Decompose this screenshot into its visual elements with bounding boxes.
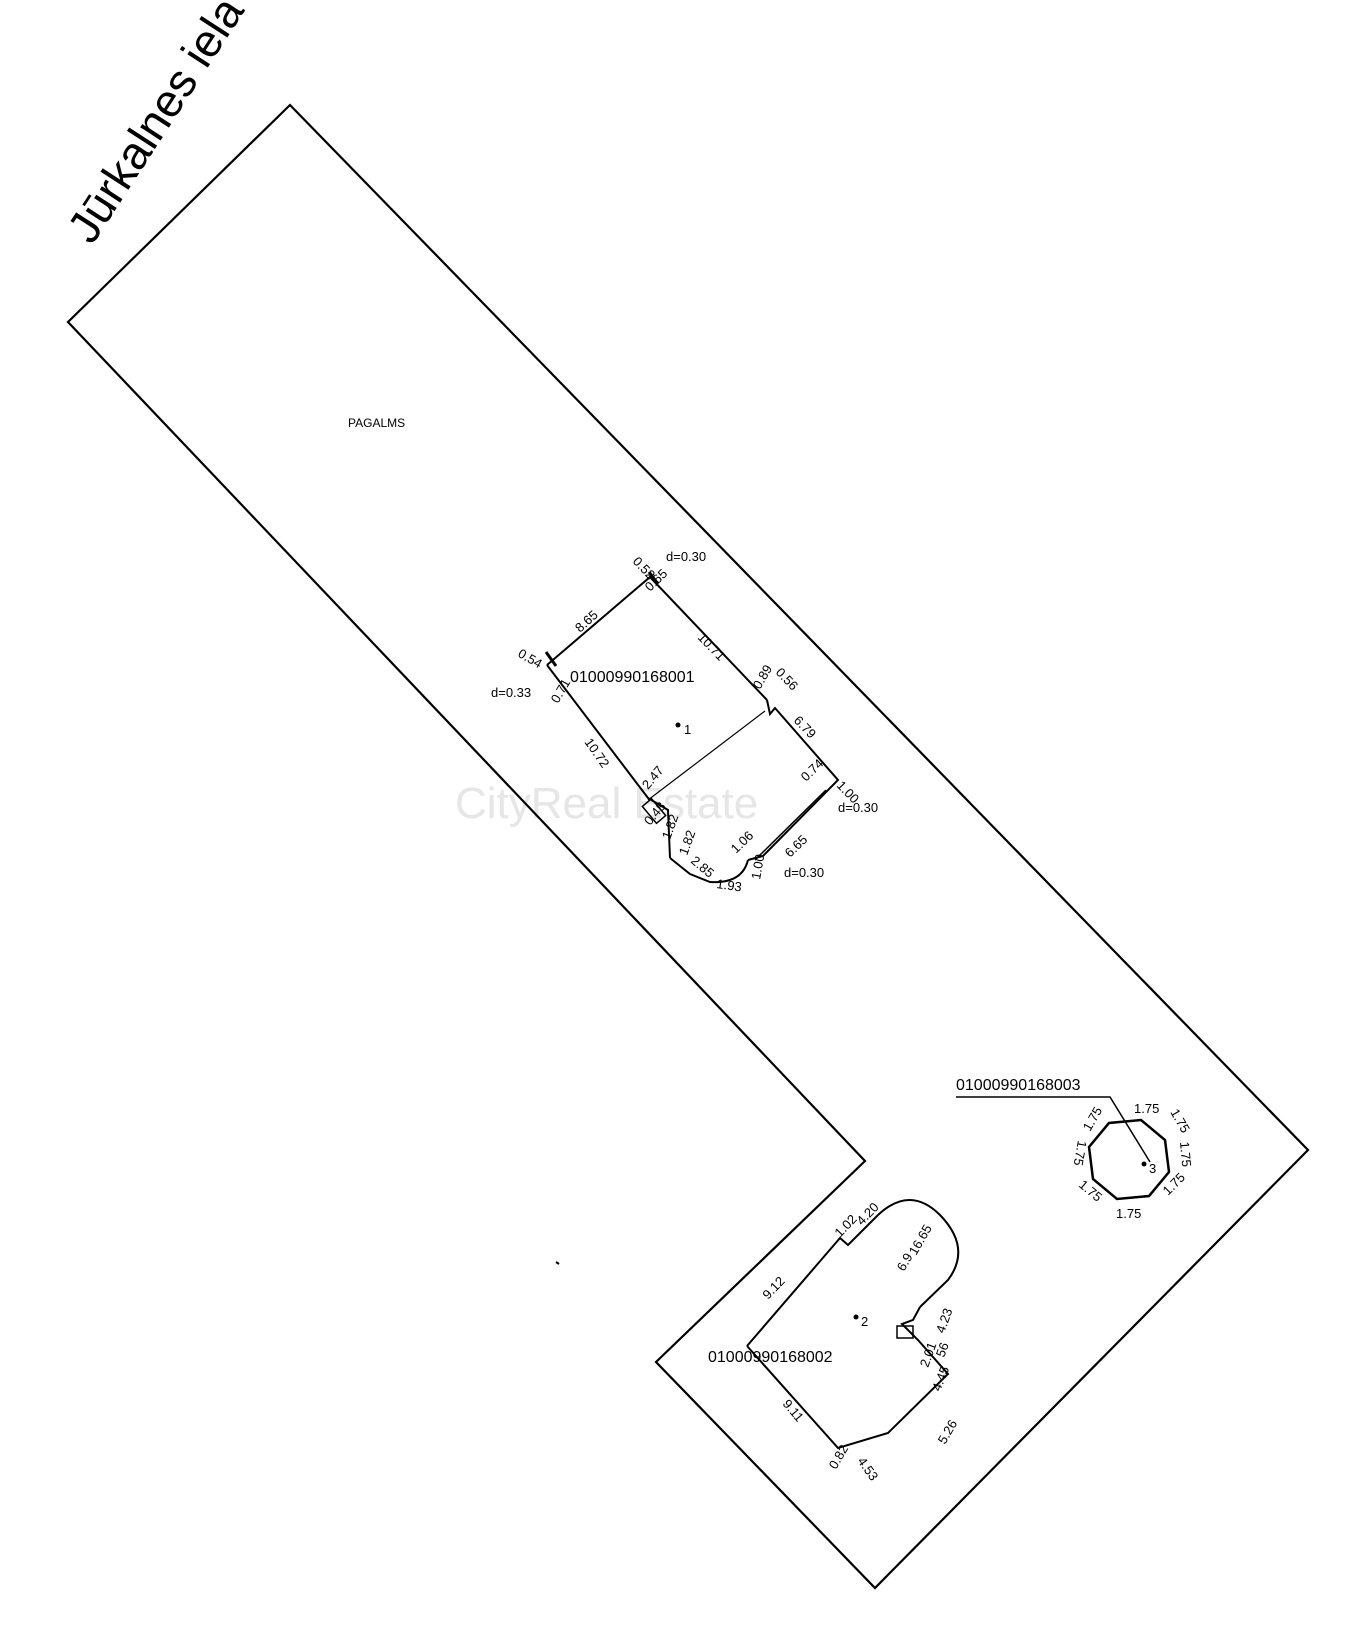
stray-mark — [555, 1261, 560, 1265]
dim-label: 1.75 — [1177, 1141, 1194, 1168]
dim-label: 4.23 — [933, 1306, 956, 1335]
building-1-marker — [675, 722, 681, 728]
dim-label: d=0.30 — [838, 800, 878, 815]
dim-label: 2.85 — [688, 853, 717, 881]
dim-label: d=0.30 — [666, 549, 706, 564]
dim-label: 1.75 — [1116, 1206, 1141, 1221]
dim-label: 9.12 — [759, 1273, 787, 1302]
dim-label: 0.89 — [750, 662, 776, 691]
dim-label: 9.11 — [780, 1396, 807, 1424]
building-2-marker — [853, 1314, 859, 1320]
dim-label: 6.65 — [782, 832, 811, 860]
dim-label: 4.53 — [855, 1454, 882, 1483]
dim-label: 1.75 — [1167, 1106, 1193, 1135]
dim-label: 1.06 — [728, 828, 757, 856]
dim-label: d=0.33 — [491, 685, 531, 700]
dim-label: 0.82 — [826, 1442, 852, 1471]
dim-label: 56 — [933, 1340, 952, 1359]
dim-label: 1.75 — [1076, 1177, 1105, 1205]
building-3 — [1087, 1118, 1171, 1201]
dim-label: 1.75 — [1134, 1101, 1159, 1116]
dim-label: 10.71 — [695, 630, 728, 664]
dim-label: 0.56 — [773, 665, 801, 694]
dim-label: 16.65 — [906, 1222, 935, 1258]
parcel-boundary — [66, 103, 1310, 1590]
dim-label: 1.93 — [716, 876, 743, 894]
building-3-id: 01000990168003 — [956, 1077, 1081, 1094]
yard-label: PAGALMS — [348, 416, 405, 430]
dim-label: 1.82 — [676, 828, 699, 857]
dim-label: 0.54 — [516, 646, 545, 672]
watermark: CityReal Estate — [455, 779, 758, 828]
building-3-marker — [1141, 1161, 1147, 1167]
dim-label: 1.75 — [1071, 1139, 1090, 1167]
dim-label: 1.75 — [1160, 1170, 1189, 1199]
dim-label: 10.72 — [582, 735, 613, 770]
dim-label: 4.45 — [929, 1364, 952, 1393]
dim-label: d=0.30 — [784, 865, 824, 880]
dim-label: 8.65 — [572, 607, 601, 635]
dim-label: 1.00 — [748, 853, 767, 881]
dim-label: 1.75 — [1080, 1104, 1106, 1133]
building-1-id: 01000990168001 — [570, 669, 695, 686]
building-1 — [544, 571, 840, 884]
dim-label: 0.74 — [798, 756, 827, 784]
street-name: Jūrkalnes iela — [57, 0, 254, 251]
building-2 — [746, 1199, 960, 1450]
dim-label: 5.26 — [935, 1417, 961, 1446]
building-3-leader — [956, 1096, 1151, 1163]
building-1-number: 1 — [684, 722, 691, 737]
building-2-number: 2 — [861, 1314, 868, 1329]
dim-label: 6.79 — [791, 713, 819, 742]
building-3-number: 3 — [1149, 1161, 1156, 1176]
building-2-id: 01000990168002 — [708, 1349, 833, 1366]
